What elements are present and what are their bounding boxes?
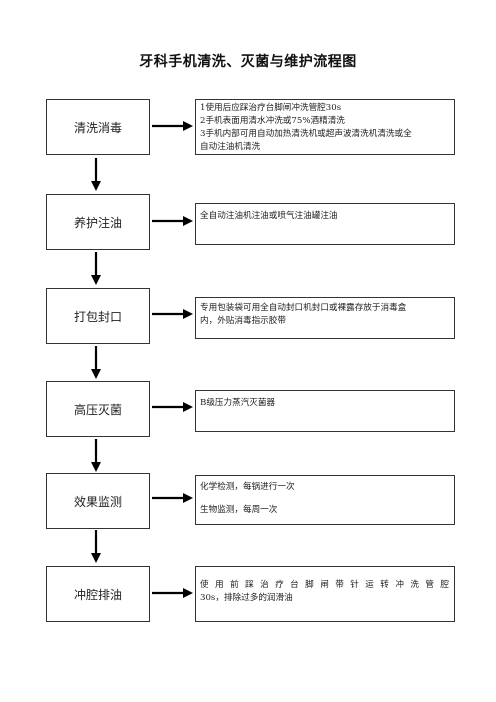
right-arrow-icon [152, 493, 193, 503]
page-title: 牙科手机清洗、灭菌与维护流程图 [139, 54, 357, 70]
down-arrow-icon [91, 158, 101, 191]
step-box-oiling: 养护注油 [46, 194, 150, 250]
description-line: 使用前踩治疗台脚闸带针运转冲洗管腔 [200, 580, 450, 590]
description-line: 生物监测，每周一次 [200, 505, 278, 515]
step-box-cleaning: 清洗消毒 [46, 99, 150, 155]
description-line: B级压力蒸汽灭菌器 [200, 398, 276, 408]
step-description-oiling: 全自动注油机注油或喷气注油罐注油 [195, 203, 455, 245]
step-box-flushing: 冲腔排油 [46, 566, 150, 622]
down-arrow-icon [91, 439, 101, 472]
description-line: 内，外贴消毒指示胶带 [200, 316, 286, 326]
description-line: 3手机内部可用自动加热清洗机或超声波清洗机清洗或全 [200, 129, 412, 139]
step-description-cleaning: 1使用后应踩治疗台脚闸冲洗管腔30s 2手机表面用清水冲洗或75%酒精清洗 3手… [195, 99, 455, 155]
right-arrow-icon [152, 402, 193, 412]
down-arrow-icon [91, 252, 101, 285]
step-label: 效果监测 [73, 494, 122, 509]
right-arrow-icon [152, 121, 193, 131]
description-line: 专用包装袋可用全自动封口机封口或裸露存放于消毒盒 [200, 303, 407, 313]
description-line: 化学检测，每锅进行一次 [200, 482, 295, 492]
step-label: 高压灭菌 [73, 402, 122, 417]
right-arrow-icon [152, 588, 193, 598]
right-arrow-icon [152, 309, 193, 319]
description-line: 2手机表面用清水冲洗或75%酒精清洗 [200, 116, 345, 126]
step-description-flushing: 使用前踩治疗台脚闸带针运转冲洗管腔 30s，排除过多的润滑油 [195, 566, 455, 622]
down-arrow-icon [91, 346, 101, 379]
description-line: 30s，排除过多的润滑油 [200, 593, 293, 603]
step-box-sterilization: 高压灭菌 [46, 381, 150, 437]
step-box-packaging: 打包封口 [46, 288, 150, 344]
down-arrow-icon [91, 530, 101, 563]
step-description-packaging: 专用包装袋可用全自动封口机封口或裸露存放于消毒盒 内，外贴消毒指示胶带 [195, 297, 455, 339]
step-label: 养护注油 [73, 215, 122, 230]
description-line: 全自动注油机注油或喷气注油罐注油 [200, 211, 338, 221]
step-box-monitoring: 效果监测 [46, 473, 150, 529]
step-label: 打包封口 [73, 309, 122, 324]
step-description-sterilization: B级压力蒸汽灭菌器 [195, 390, 455, 432]
right-arrow-icon [152, 216, 193, 226]
description-line: 1使用后应踩治疗台脚闸冲洗管腔30s [200, 103, 342, 113]
step-label: 清洗消毒 [73, 120, 122, 135]
description-line: 自动注油机清洗 [200, 142, 261, 152]
step-label: 冲腔排油 [73, 587, 122, 602]
step-description-monitoring: 化学检测，每锅进行一次 生物监测，每周一次 [195, 475, 455, 525]
